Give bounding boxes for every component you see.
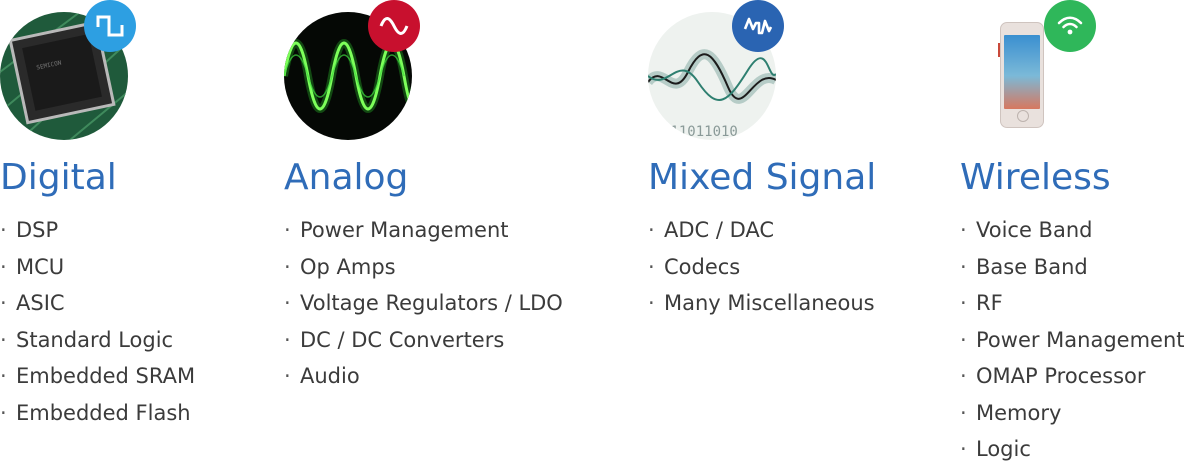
list-item: ·ASIC xyxy=(0,291,65,315)
mixed-wave-icon xyxy=(732,0,784,52)
list-item: ·Standard Logic xyxy=(0,327,174,352)
category-analog: Analog ·Power Management ·Op Amps ·Volta… xyxy=(284,0,563,388)
category-digital: SEMICON Digital ·DSP ·MCU ·ASIC ·Standar… xyxy=(0,0,195,425)
list-item: ·Logic xyxy=(960,437,1031,461)
category-title-mixed-signal: Mixed Signal xyxy=(648,157,877,198)
list-item: ·Codecs xyxy=(648,254,741,279)
list-item: ·Voltage Regulators / LDO xyxy=(284,291,563,315)
category-title-wireless: Wireless xyxy=(960,157,1111,198)
wireless-item-list: ·Voice Band ·Base Band ·RF ·Power Manage… xyxy=(960,212,1185,468)
category-mixed-signal: 011011010 Mixed Signal ·ADC / DAC ·Codec… xyxy=(648,0,876,315)
square-wave-icon xyxy=(84,0,136,52)
list-item: ·OMAP Processor xyxy=(960,364,1146,388)
digital-visual: SEMICON xyxy=(0,0,140,140)
mixed-signal-visual: 011011010 xyxy=(648,0,788,140)
list-item: ·ADC / DAC xyxy=(648,218,775,242)
list-item: ·Audio xyxy=(284,364,360,388)
svg-text:011011010: 011011010 xyxy=(662,124,738,140)
analog-visual xyxy=(284,0,424,140)
list-item: ·Voice Band xyxy=(960,218,1093,242)
list-item: ·MCU xyxy=(0,254,65,279)
list-item: ·Base Band xyxy=(960,254,1088,279)
list-item: ·DSP xyxy=(0,218,59,242)
category-title-digital: Digital xyxy=(0,157,117,198)
list-item: ·Memory xyxy=(960,400,1062,425)
list-item: ·Op Amps xyxy=(284,254,396,279)
list-item: ·Embedded SRAM xyxy=(0,364,196,388)
list-item: ·Power Management xyxy=(284,218,509,242)
list-item: ·Power Management xyxy=(960,327,1185,352)
smartphone-image xyxy=(998,22,1044,128)
wifi-icon xyxy=(1044,0,1096,52)
list-item: ·Embedded Flash xyxy=(0,400,191,425)
list-item: ·Many Miscellaneous xyxy=(648,291,875,315)
category-title-analog: Analog xyxy=(284,157,409,198)
sine-wave-icon xyxy=(368,0,420,52)
mixed-signal-item-list: ·ADC / DAC ·Codecs ·Many Miscellaneous xyxy=(648,212,875,322)
list-item: ·RF xyxy=(960,291,1003,315)
analog-item-list: ·Power Management ·Op Amps ·Voltage Regu… xyxy=(284,212,563,395)
digital-item-list: ·DSP ·MCU ·ASIC ·Standard Logic ·Embedde… xyxy=(0,212,195,431)
category-wireless: Wireless ·Voice Band ·Base Band ·RF ·Pow… xyxy=(960,0,1185,461)
list-item: ·DC / DC Converters xyxy=(284,327,505,352)
wireless-visual xyxy=(960,0,1100,140)
binary-wave-image: 011011010 xyxy=(648,12,776,140)
